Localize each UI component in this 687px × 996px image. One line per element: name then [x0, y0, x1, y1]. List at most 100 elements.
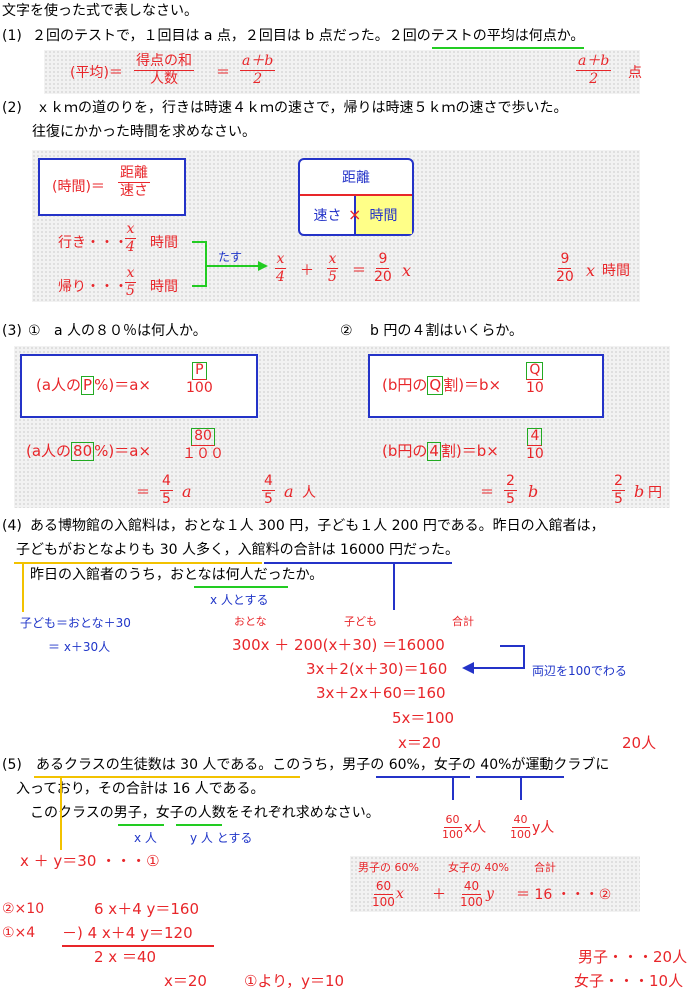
q5-equation-1: x ＋ y＝30 ・・・①: [20, 852, 160, 870]
q2-answer-unit: 時間: [602, 263, 630, 279]
q3-part2-result-var: b: [528, 482, 539, 501]
q5-girl-var: y人: [532, 820, 555, 836]
q5-let-y: y 人 とする: [190, 831, 253, 845]
q4-child-expression: ＝ x＋30人: [48, 640, 111, 654]
q5-label-boys: 男子の 60%: [358, 861, 419, 874]
q5-underline-girl-count: [176, 824, 222, 826]
q1-equals: ＝: [216, 65, 230, 81]
q4-equation-3: 3x＋2x＋60＝160: [316, 684, 446, 702]
q2-answer-var: x: [586, 261, 596, 280]
q5-bracket-boys: [452, 776, 454, 800]
q4-col-child: 子ども: [344, 615, 377, 628]
q1-number: (1): [2, 28, 22, 44]
q4-divide-note: 両辺を100でわる: [532, 664, 627, 678]
q4-underline-total: [264, 562, 452, 564]
q5-text-line3: このクラスの男子，女子の人数をそれぞれ求めなさい。: [30, 805, 380, 821]
q4-text-line2: 子どもがおとなよりも 30 人多く，入館料の合計は 16000 円だった。: [16, 542, 460, 558]
q3-part2-answer-var: b: [634, 482, 645, 501]
q3-part1-answer-unit: 人: [302, 485, 316, 501]
q2-add-label: たす: [218, 250, 243, 264]
q3-part2-value-box: 4: [427, 442, 441, 461]
q2-back-label: 帰り・・・: [58, 279, 128, 295]
q3-part1-placeholder-box: P: [81, 376, 95, 395]
q5-calc-rule: [62, 945, 214, 947]
q5-underline-boy-count: [118, 824, 164, 826]
q4-answer: 20人: [622, 734, 657, 752]
q5-calc-line-2: －) 4 x＋4 y＝120: [62, 924, 193, 942]
q3-part1-text: a 人の８０％は何人か。: [54, 323, 207, 339]
q2-add-bracket-arrow: [192, 241, 268, 287]
q5-calc-line-3: 2 x ＝40: [94, 948, 157, 966]
q4-divide-arrow: [462, 645, 525, 674]
q1-underline: [432, 47, 584, 49]
q2-time-formula-box: [38, 158, 186, 216]
q5-label-girls: 女子の 40%: [448, 861, 509, 874]
q2-back-unit: 時間: [150, 279, 178, 295]
q4-col-total: 合計: [452, 615, 474, 628]
page-title: 文字を使った式で表しなさい。: [2, 3, 198, 19]
q5-bracket-girls: [520, 776, 522, 800]
q5-calc-label-1: ②×10: [2, 901, 45, 917]
q1-text: ２回のテストで，１回目は a 点，２回目は b 点だった。２回のテストの平均は何…: [32, 28, 585, 44]
q2-text-line2: 往復にかかった時間を求めなさい。: [32, 124, 256, 140]
q3-part2-answer-unit: 円: [648, 485, 662, 501]
q5-equation-2: ＝ 16 ・・・②: [516, 887, 612, 903]
q5-answer-boys: 男子・・・20人: [578, 948, 687, 966]
q2-sum-equals: ＝: [352, 263, 366, 279]
q5-label-total: 合計: [534, 861, 556, 874]
q2-formula-fraction: 距離速さ: [118, 165, 150, 199]
q2-go-unit: 時間: [150, 235, 178, 251]
q3-part2-text: b 円の４割はいくらか。: [370, 323, 524, 339]
q4-text-line1: ある博物館の入館料は，おとな１人 300 円，子ども１人 200 円である。昨日…: [30, 518, 605, 534]
q3-part1-value-box: 80: [71, 442, 95, 461]
q5-equation-2-area: [350, 856, 640, 912]
q5-solution-x: x＝20: [164, 972, 207, 990]
q2-formula-lhs: (時間)＝: [52, 179, 105, 195]
q5-calc-line-1: 6 x＋4 y＝160: [94, 900, 200, 918]
q2-sum-result-var: x: [402, 261, 412, 280]
q2-diagram-speed: 速さ: [313, 208, 342, 224]
q5-boy-var: x人: [464, 820, 487, 836]
q1-fraction-definition: 得点の和人数: [134, 53, 194, 87]
q3-part1-label: ①: [28, 323, 41, 339]
q3-part1-result-var: a: [182, 482, 192, 501]
q2-number: (2): [2, 100, 22, 116]
q3-part1-answer-var: a: [284, 482, 294, 501]
q2-distance-speed-time-diagram: 距離 速さ 時間 ×: [298, 158, 414, 236]
q3-part1-formula-box: [20, 354, 258, 418]
q2-diagram-time: 時間: [355, 196, 412, 234]
q4-equation-2: 3x＋2(x＋30)＝160: [306, 660, 448, 678]
q4-equation-4: 5x＝100: [392, 709, 455, 727]
q3-part2-placeholder-box: Q: [427, 376, 444, 395]
q2-plus: ＋: [300, 263, 314, 279]
q5-calc-label-2: ①×4: [2, 925, 36, 941]
q4-bracket-total: [393, 562, 395, 610]
q5-solution-y: ①より，y＝10: [244, 972, 345, 990]
q4-col-adult: おとな: [234, 615, 267, 628]
q5-let-x: x 人: [134, 831, 157, 845]
q5-text-line2: 入っており，その合計は 16 人である。: [16, 781, 265, 797]
q5-underline-boys: [376, 776, 470, 778]
q5-answer-girls: 女子・・・10人: [574, 972, 684, 990]
q4-child-relation: 子ども＝おとな＋30: [20, 616, 131, 630]
